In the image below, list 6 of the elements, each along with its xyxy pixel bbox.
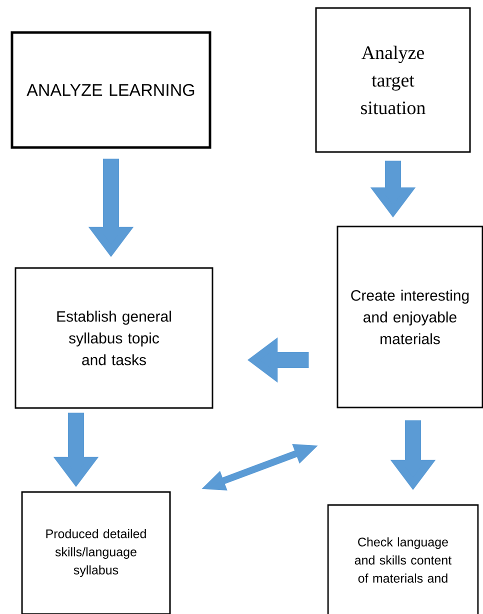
process-box: Create interesting and enjoyable materials [336, 226, 483, 408]
process-box: Produced detailed skills/language syllabus [21, 491, 171, 614]
process-box: ANALYZE LEARNING [10, 31, 212, 149]
process-box: Analyze target situation [315, 7, 471, 153]
process-box: Establish general syllabus topic and tasks [14, 267, 214, 409]
process-box: Check language and skills content of materials and [327, 504, 479, 614]
